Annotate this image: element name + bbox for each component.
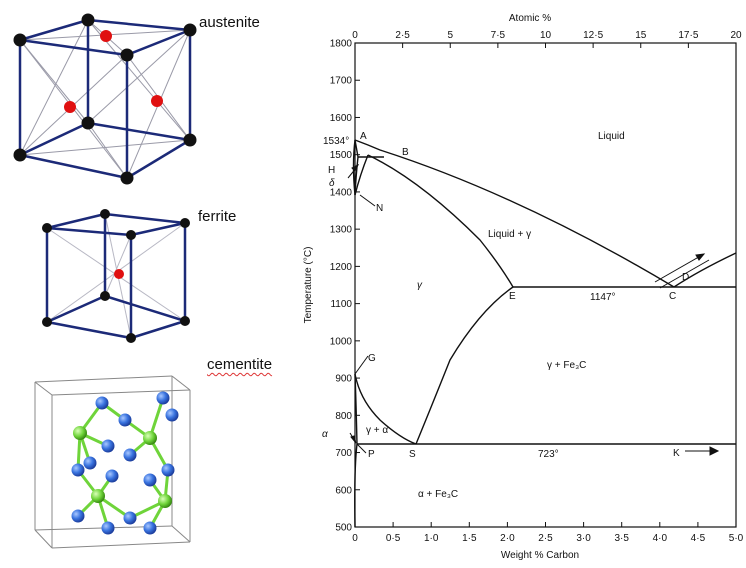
fe-c-phase-diagram: Atomic % Temperature (°C) Weight % Carbo… <box>303 13 744 561</box>
a3-line-g-s <box>354 373 417 445</box>
point-n: N <box>376 203 383 214</box>
y-tick-label: 1400 <box>330 187 353 198</box>
x-tick-label: 3·0 <box>576 533 591 544</box>
point-e: E <box>509 291 516 302</box>
point-a: A <box>360 131 367 142</box>
y-tick-label: 1700 <box>330 76 353 87</box>
region-gamma-fe3c: γ + Fe₃C <box>547 360 586 371</box>
ferrite-label: ferrite <box>198 208 237 225</box>
x-ticks: 0 0·5 1·0 1·5 2·0 2·5 3·0 3·5 4·0 4·5 5·0 <box>352 522 744 544</box>
y-tick-label: 900 <box>335 374 352 385</box>
region-alpha-fe3c: α + Fe₃C <box>418 489 458 500</box>
cementite-cell <box>34 375 191 549</box>
x-tick-label: 0 <box>352 533 358 544</box>
arrows <box>347 163 720 456</box>
y-tick-label: 800 <box>335 411 352 422</box>
greek-delta: δ <box>329 178 335 189</box>
austenite-face-atoms <box>64 30 163 113</box>
top-axis-label: Atomic % <box>509 13 551 24</box>
top-ticks: 0 2·5 5 7·5 10 12·5 15 17·5 20 <box>352 30 742 48</box>
top-tick-label: 20 <box>730 30 742 41</box>
y-tick-label: 500 <box>335 523 352 534</box>
ferrite-corner-atoms <box>42 209 190 343</box>
region-gamma: γ <box>417 280 423 291</box>
top-tick-label: 17·5 <box>678 30 698 41</box>
y-tick-label: 1600 <box>330 113 353 124</box>
point-h: H <box>328 165 335 176</box>
x-tick-label: 2·0 <box>500 533 515 544</box>
region-gamma-alpha: γ + α <box>366 425 388 436</box>
y-tick-label: 700 <box>335 448 352 459</box>
y-tick-label: 1100 <box>330 299 352 310</box>
top-tick-label: 0 <box>352 30 358 41</box>
point-d: D <box>682 272 689 283</box>
x-axis-label: Weight % Carbon <box>501 550 579 561</box>
point-c: C <box>669 291 676 302</box>
point-k: K <box>673 448 680 459</box>
top-tick-label: 12·5 <box>583 30 603 41</box>
y-axis-label: Temperature (°C) <box>303 247 314 324</box>
austenite-corner-atoms <box>13 13 197 185</box>
y-tick-label: 1800 <box>330 39 353 50</box>
point-g: G <box>368 353 376 364</box>
temp-723: 723° <box>538 449 559 460</box>
phase-boundaries <box>352 139 737 528</box>
x-tick-label: 5·0 <box>729 533 744 544</box>
x-tick-label: 1·0 <box>424 533 439 544</box>
liquidus-c-d <box>673 252 737 288</box>
alpha-solvus <box>354 443 358 528</box>
y-tick-label: 1000 <box>330 336 353 347</box>
ferrite-edges <box>45 212 187 340</box>
region-liquid: Liquid <box>598 131 625 142</box>
austenite-edges <box>18 18 192 180</box>
region-liquid-gamma: Liquid + γ <box>488 229 531 240</box>
x-tick-label: 4·5 <box>691 533 706 544</box>
point-p: P <box>368 449 375 460</box>
acm-line-e-s <box>415 286 514 445</box>
y-tick-label: 1300 <box>330 225 353 236</box>
point-labels: A B H N E C D G S P K δ α <box>322 131 689 460</box>
temp-1534: 1534° <box>323 136 349 147</box>
top-tick-label: 2·5 <box>395 30 410 41</box>
x-tick-label: 2·5 <box>538 533 553 544</box>
austenite-label: austenite <box>199 14 260 31</box>
top-tick-label: 7·5 <box>491 30 506 41</box>
point-b: B <box>402 147 409 158</box>
x-tick-label: 3·5 <box>614 533 629 544</box>
y-tick-label: 1200 <box>330 262 353 273</box>
y-tick-label: 600 <box>335 485 352 496</box>
point-s: S <box>409 449 416 460</box>
temperature-labels: 1534° 1147° 723° <box>323 136 616 460</box>
cementite-box <box>34 375 191 549</box>
top-tick-label: 15 <box>635 30 647 41</box>
top-tick-label: 10 <box>540 30 552 41</box>
austenite-cell <box>13 13 197 185</box>
region-labels: Liquid Liquid + γ γ γ + Fe₃C γ + α α + F… <box>366 131 625 500</box>
alpha-boundary-g-p <box>354 373 358 445</box>
cementite-iron-atoms <box>71 391 179 535</box>
ferrite-center-atom <box>114 269 124 279</box>
cementite-carbon-atoms <box>73 426 172 508</box>
temp-1147: 1147° <box>590 292 616 303</box>
leader-lines <box>354 194 376 454</box>
solidus-b-e <box>367 154 514 288</box>
x-tick-label: 0·5 <box>386 533 401 544</box>
x-tick-label: 1·5 <box>462 533 477 544</box>
greek-alpha: α <box>322 429 328 440</box>
ferrite-cell <box>42 209 190 343</box>
delta-boundary-a-n <box>352 139 356 196</box>
delta-gamma-n-b <box>354 154 369 196</box>
x-tick-label: 4·0 <box>653 533 668 544</box>
top-tick-label: 5 <box>447 30 453 41</box>
cementite-label: cementite <box>207 356 273 373</box>
liquidus-a-b-c <box>354 139 675 288</box>
delta-boundary-h-a <box>354 139 359 158</box>
y-tick-label: 1500 <box>330 150 353 161</box>
